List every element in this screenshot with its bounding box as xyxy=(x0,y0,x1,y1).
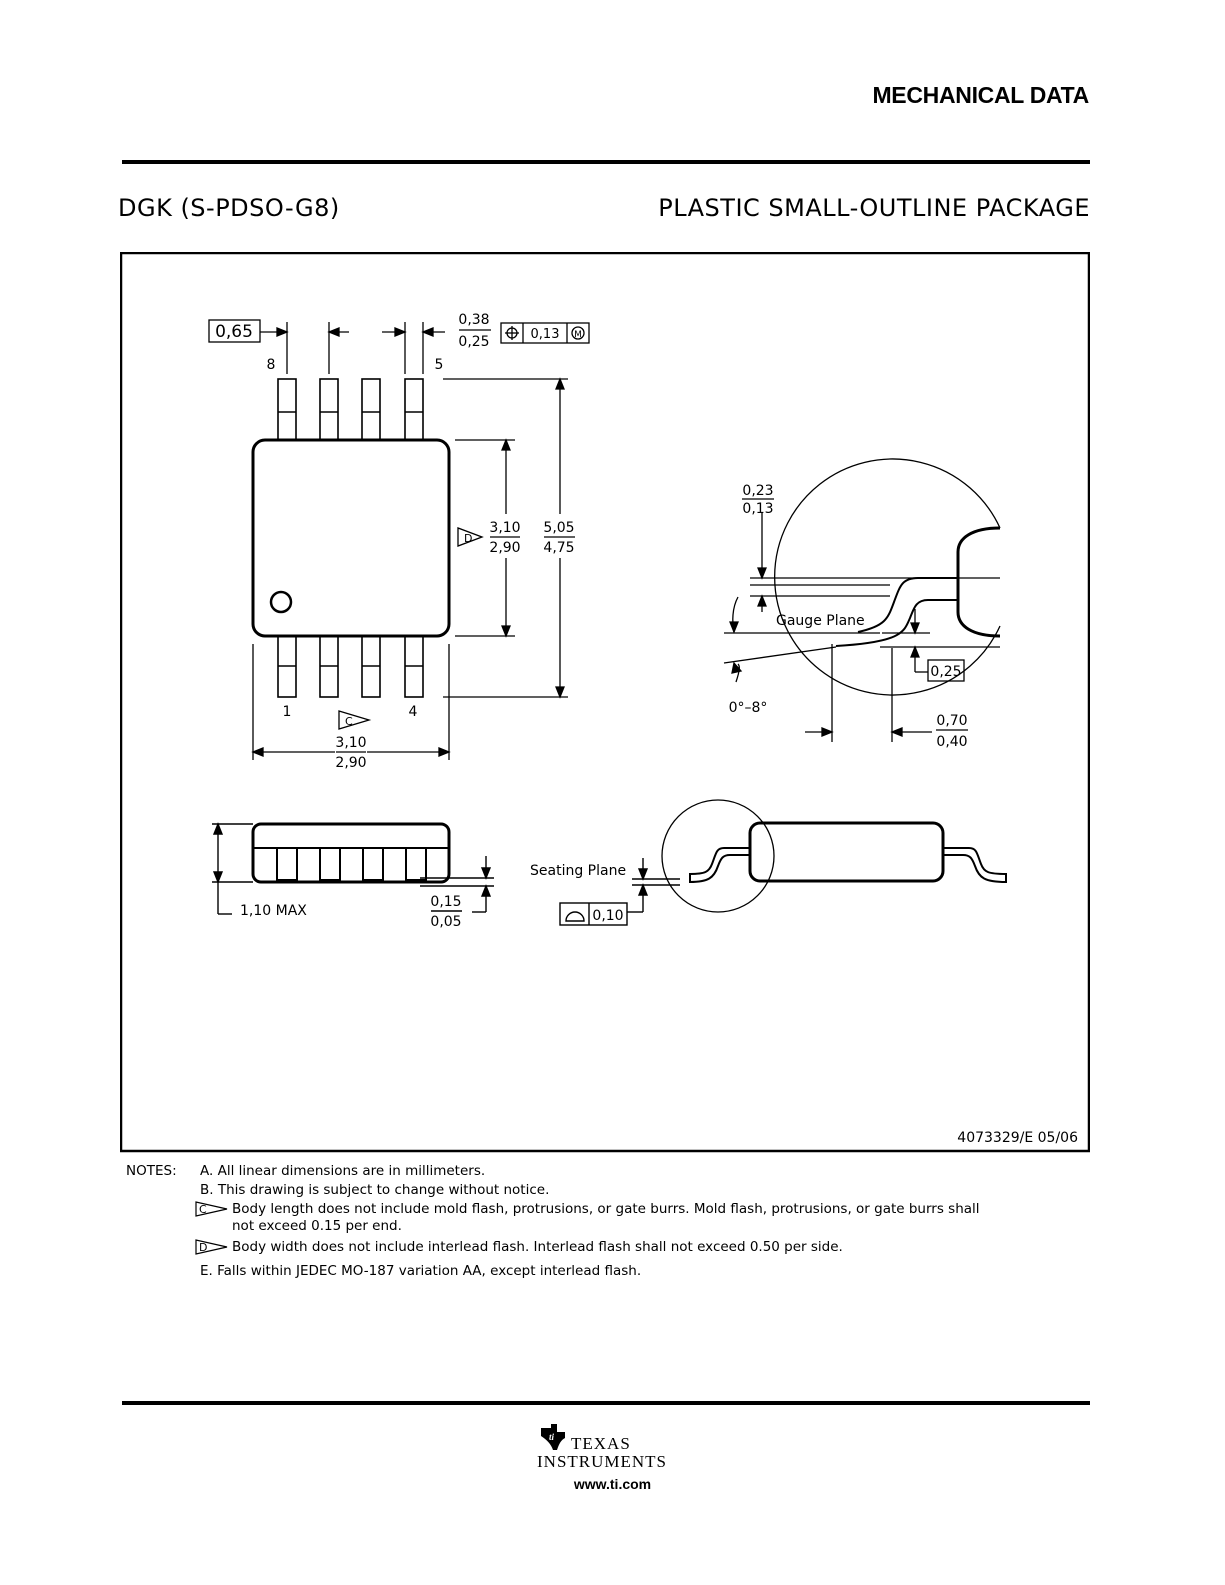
body-width-max: 3,10 xyxy=(489,520,520,536)
pitch-dim: 0,65 xyxy=(215,322,253,342)
svg-text:D: D xyxy=(464,532,472,545)
bottom-leads xyxy=(277,635,424,698)
footer-url[interactable]: www.ti.com xyxy=(573,1476,652,1492)
overall-max: 5,05 xyxy=(543,520,574,536)
lead-width-min: 0,25 xyxy=(458,334,489,350)
package-profile xyxy=(748,821,945,883)
seating-view: Seating Plane 0,10 xyxy=(530,799,1007,926)
position-tolerance-frame: 0,13 M xyxy=(500,322,590,344)
body-width-min: 2,90 xyxy=(489,540,520,556)
note-d-flag xyxy=(457,527,484,547)
note-b: B. This drawing is subject to change wit… xyxy=(200,1182,550,1198)
top-rule xyxy=(122,160,1090,164)
gauge-plane-label: Gauge Plane xyxy=(776,613,865,629)
note-c-line1: Body length does not include mold flash,… xyxy=(232,1201,980,1217)
note-e: E. Falls within JEDEC MO-187 variation A… xyxy=(200,1263,642,1279)
note-d: Body width does not include interlead fl… xyxy=(232,1239,843,1255)
gauge-dim: 0,25 xyxy=(930,664,961,680)
coplanarity-dim: 0,10 xyxy=(592,908,623,924)
notes-label: NOTES: xyxy=(126,1163,177,1179)
package-body xyxy=(251,438,451,638)
foot-length-max: 0,70 xyxy=(936,713,967,729)
pin-label-8: 8 xyxy=(267,357,276,373)
mechanical-drawing: 0,65 0,38 0,25 0,13 M 8 5 1 4 D 3,10 2, xyxy=(120,252,1090,1153)
lead-width-max: 0,38 xyxy=(458,312,489,328)
mmc-icon: M xyxy=(574,330,582,340)
pin1-marker-icon xyxy=(269,590,293,614)
note-c-flag xyxy=(338,710,372,730)
side-body xyxy=(251,822,451,884)
height-max: 1,10 MAX xyxy=(240,903,307,919)
svg-text:C: C xyxy=(199,1203,207,1216)
detail-circle xyxy=(661,799,775,913)
note-a: A. All linear dimensions are in millimet… xyxy=(200,1163,486,1179)
logo-line1: TEXAS xyxy=(571,1434,631,1453)
svg-text:ti: ti xyxy=(549,1432,555,1442)
drawing-frame xyxy=(120,252,1090,1153)
top-leads xyxy=(277,378,424,441)
foot-length-min: 0,40 xyxy=(936,734,967,750)
body-length-min: 2,90 xyxy=(335,755,366,771)
drawing-number: 4073329/E 05/06 xyxy=(957,1130,1078,1146)
body-length-max: 3,10 xyxy=(335,735,366,751)
side-view: 1,10 MAX 0,15 0,05 xyxy=(212,822,494,930)
bottom-rule xyxy=(122,1401,1090,1405)
note-c-line2: not exceed 0.15 per end. xyxy=(232,1218,402,1234)
standoff-min: 0,05 xyxy=(430,914,461,930)
note-c-flag-icon: C xyxy=(195,1201,228,1217)
page-header-title: MECHANICAL DATA xyxy=(872,82,1089,108)
position-tolerance: 0,13 xyxy=(531,327,560,342)
flatness-icon xyxy=(565,911,585,922)
logo-line2: INSTRUMENTS xyxy=(537,1452,668,1471)
svg-text:D: D xyxy=(199,1241,207,1254)
foot-angle: 0°–8° xyxy=(729,700,768,716)
pin-label-5: 5 xyxy=(435,357,444,373)
detail-outline xyxy=(774,458,1001,696)
lead-thickness-max: 0,23 xyxy=(742,483,773,499)
pin-label-4: 4 xyxy=(409,704,418,720)
standoff-max: 0,15 xyxy=(430,894,461,910)
seating-plane-label: Seating Plane xyxy=(530,863,626,879)
top-view: 0,65 0,38 0,25 0,13 M 8 5 1 4 D 3,10 2, xyxy=(208,312,590,771)
lead-thickness-min: 0,13 xyxy=(742,501,773,517)
svg-text:C: C xyxy=(345,715,353,728)
pin-label-1: 1 xyxy=(283,704,292,720)
package-code: DGK (S-PDSO-G8) xyxy=(118,194,340,222)
overall-min: 4,75 xyxy=(543,540,574,556)
ti-state-icon: ti xyxy=(541,1424,565,1450)
detail-view: 0,23 0,13 Gauge Plane 0,25 0°–8° 0,70 0,… xyxy=(723,458,1001,750)
package-name: PLASTIC SMALL-OUTLINE PACKAGE xyxy=(658,194,1090,222)
note-d-flag-icon: D xyxy=(195,1239,228,1255)
